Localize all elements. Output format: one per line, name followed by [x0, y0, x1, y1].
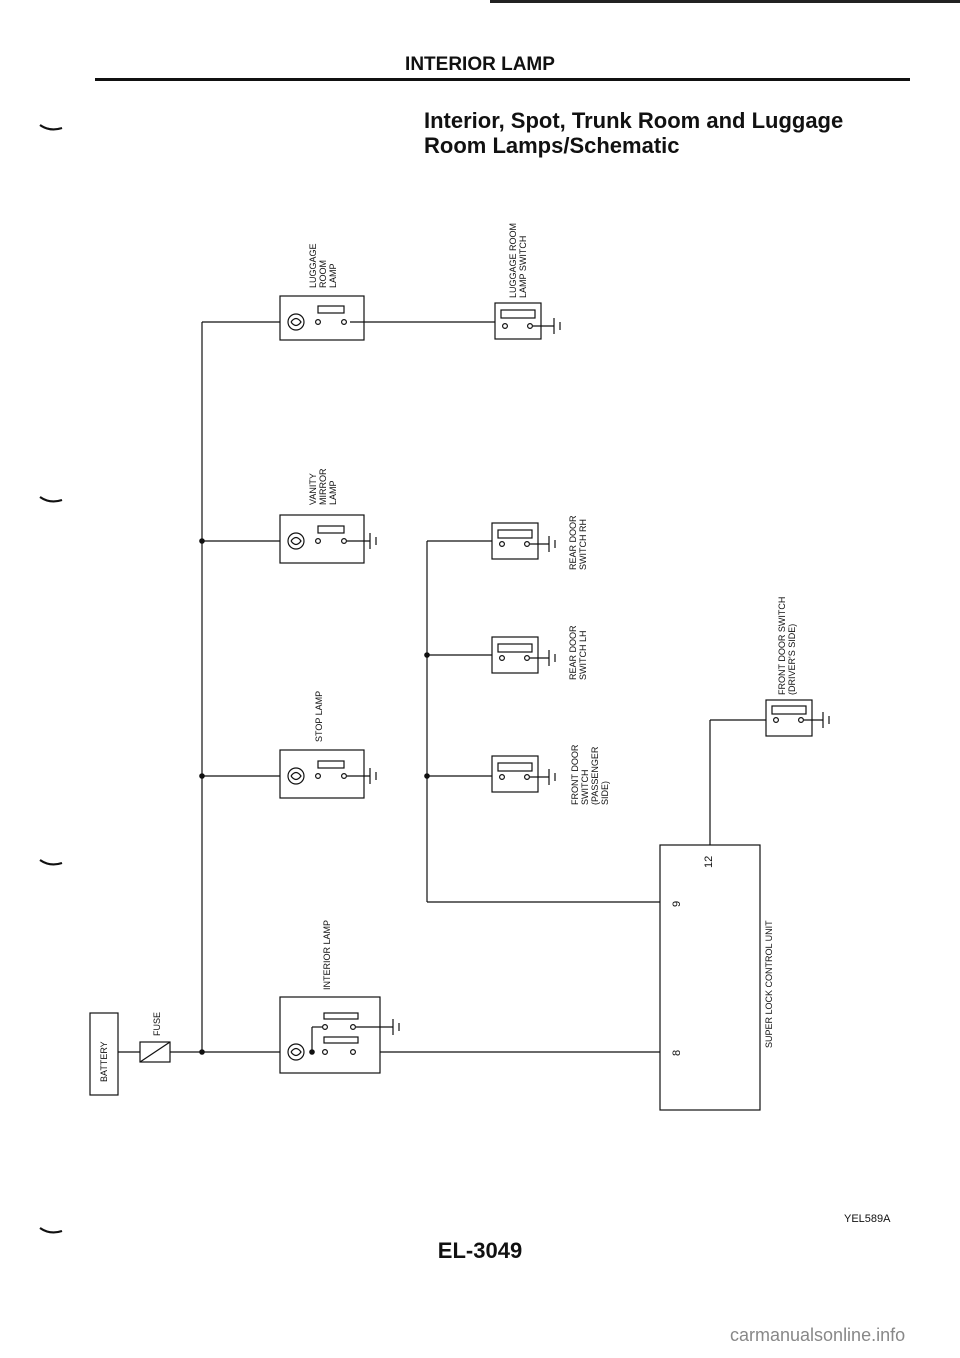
page-subtitle: Interior, Spot, Trunk Room and Luggage R…	[424, 108, 894, 158]
luggage-room-lamp-switch	[494, 302, 561, 340]
footer-watermark: carmanualsonline.info	[730, 1325, 906, 1345]
rear-door-switch-rh-label: REAR DOOR SWITCH RH	[568, 513, 588, 570]
interior-lamp-label: INTERIOR LAMP	[322, 920, 332, 990]
rear-door-switch-rh	[491, 522, 556, 560]
front-door-switch-passenger-side	[491, 755, 556, 793]
subtitle-line-2: Room Lamps/Schematic	[424, 133, 680, 158]
front-door-switch-drivers-side	[765, 699, 830, 737]
stop-lamp	[279, 749, 377, 799]
wiring	[118, 321, 766, 1053]
luggage-room-lamp	[279, 295, 365, 341]
vanity-mirror-lamp-label: VANITY MIRROR LAMP	[308, 466, 338, 505]
super-lock-control-unit	[659, 844, 761, 1111]
page-number: EL-3049	[437, 1238, 523, 1263]
stop-lamp-label: STOP LAMP	[314, 691, 324, 742]
top-edge-line	[490, 0, 960, 3]
fuse	[139, 1041, 171, 1063]
terminal-9: 9	[671, 901, 683, 907]
rear-door-switch-lh-label: REAR DOOR SWITCH LH	[568, 623, 588, 680]
subtitle-line-1: Interior, Spot, Trunk Room and Luggage	[424, 108, 844, 133]
battery	[89, 1012, 119, 1096]
front-door-switch-drivers-side-label: FRONT DOOR SWITCH (DRIVER'S SIDE)	[777, 594, 797, 695]
page-header: INTERIOR LAMP	[405, 54, 555, 75]
luggage-room-lamp-switch-label: LUGGAGE ROOM LAMP SWITCH	[508, 220, 528, 298]
figure-id: YEL589A	[844, 1213, 891, 1225]
terminal-12: 12	[703, 856, 715, 868]
front-door-switch-passenger-side-label: FRONT DOOR SWITCH (PASSENGER SIDE)	[570, 742, 610, 805]
super-lock-control-unit-label: SUPER LOCK CONTROL UNIT	[764, 920, 774, 1048]
rear-door-switch-lh	[491, 636, 556, 674]
battery-label: BATTERY	[99, 1041, 109, 1082]
junction-dots	[199, 538, 430, 1055]
terminal-8: 8	[671, 1050, 683, 1056]
interior-lamp	[279, 996, 400, 1074]
header-rule	[95, 78, 910, 81]
luggage-room-lamp-label: LUGGAGE ROOM LAMP	[308, 241, 338, 288]
vanity-mirror-lamp	[279, 514, 377, 564]
binder-marks	[39, 124, 63, 1234]
fuse-label: FUSE	[152, 1012, 162, 1036]
